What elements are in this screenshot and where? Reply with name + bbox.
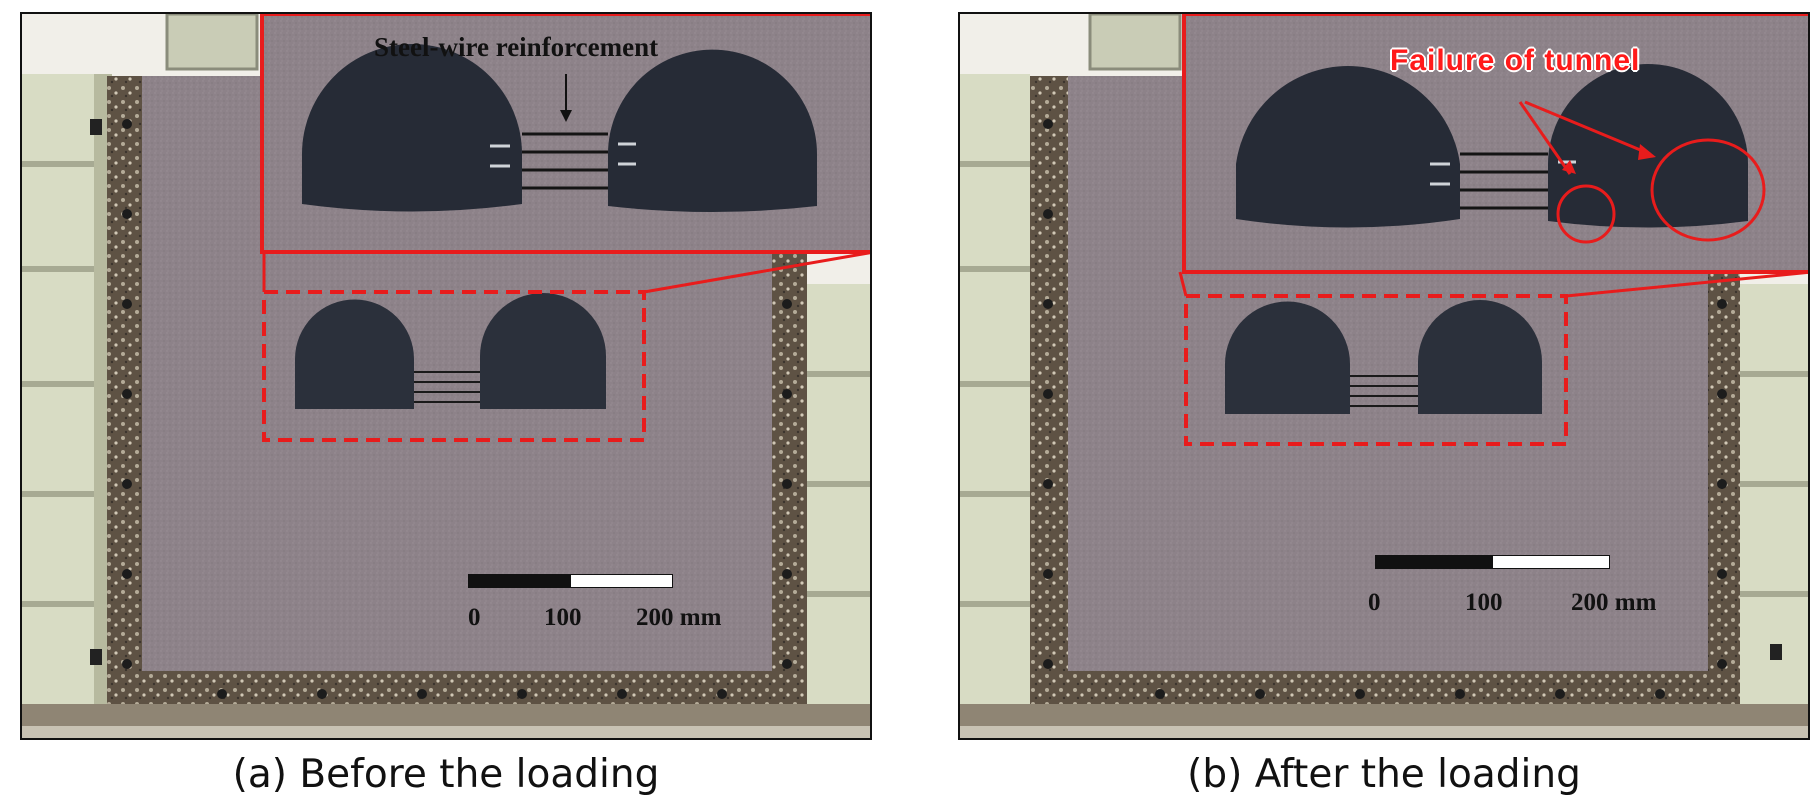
zoom-inset-before [260, 14, 870, 254]
right-rack [1732, 284, 1808, 714]
model-test-photo-before [22, 14, 870, 738]
scale-bar [468, 574, 673, 588]
scale-tick-0: 0 [1368, 589, 1381, 616]
left-rack [960, 74, 1030, 714]
caption-before-loading: (a) Before the loading [232, 752, 660, 797]
failure-circle-small [1556, 184, 1616, 244]
steel-wire-annotation: Steel-wire reinforcement [374, 32, 659, 62]
scale-tick-0: 0 [468, 604, 481, 631]
photo-panel-before-loading: Steel-wire reinforcement 0 100 200 mm [20, 12, 872, 740]
scale-tick-200: 200 mm [1571, 589, 1657, 616]
scale-tick-200: 200 mm [636, 604, 722, 631]
photo-panel-after-loading: Failure of tunnel 0 100 200 mm [958, 12, 1810, 740]
failure-circle-large [1650, 138, 1766, 242]
highlight-box-dashed [262, 290, 646, 442]
tunnel-pair-small [1225, 300, 1542, 414]
scale-tick-100: 100 [1465, 589, 1503, 616]
highlight-box-dashed [1184, 294, 1568, 446]
failure-annotation: Failure of tunnel [1390, 44, 1641, 77]
caption-after-loading: (b) After the loading [1187, 752, 1581, 797]
left-rack [22, 74, 112, 714]
tunnel-pair-small [295, 293, 606, 409]
model-test-photo-after [960, 14, 1808, 738]
scale-bar [1375, 555, 1610, 569]
zoom-inset-after [1182, 14, 1808, 274]
scale-tick-100: 100 [544, 604, 582, 631]
